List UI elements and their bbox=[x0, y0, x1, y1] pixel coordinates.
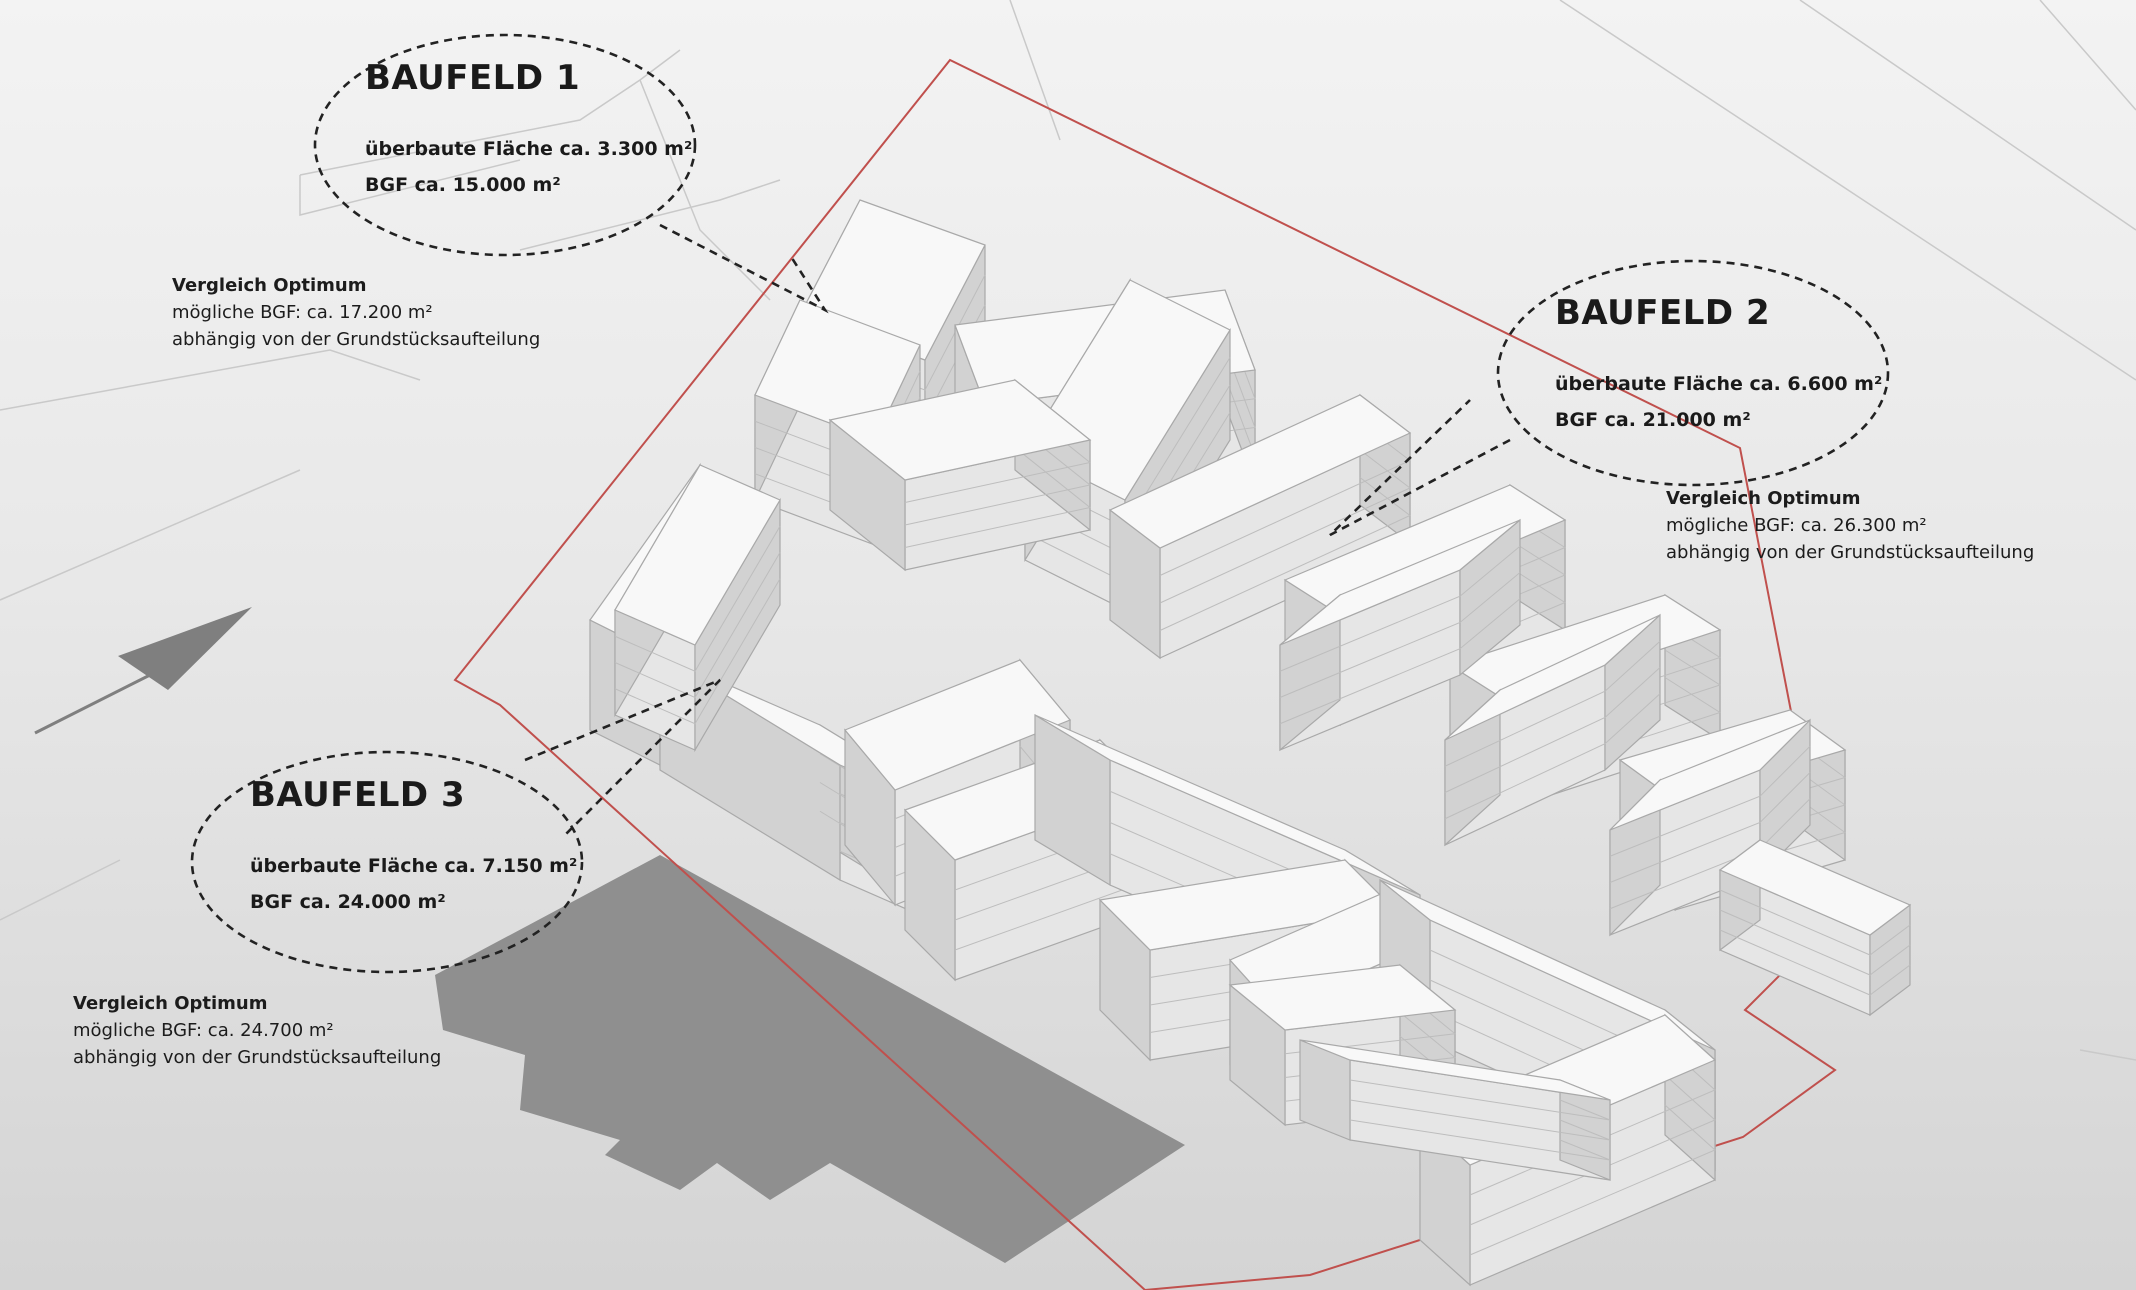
callout-leader-baufeld-3 bbox=[524, 678, 721, 836]
callout-bubble-baufeld-2 bbox=[1496, 259, 1890, 487]
floor-line bbox=[1279, 545, 1521, 672]
floor-line bbox=[1719, 909, 1911, 976]
baufeld-2-comparison-bgf: mögliche BGF: ca. 26.300 m² bbox=[1666, 515, 1927, 536]
building-face bbox=[844, 659, 1071, 791]
baufeld-2-label: BAUFELD 2 überbaute Fläche ca. 6.600 m² … bbox=[1555, 293, 1882, 445]
baufeld-3-title: BAUFELD 3 bbox=[250, 775, 466, 815]
callout-bubble-baufeld-3 bbox=[190, 750, 584, 974]
floor-line bbox=[1444, 667, 1661, 793]
callouts bbox=[190, 33, 1890, 974]
floor-line bbox=[1349, 1099, 1611, 1141]
floor-line bbox=[614, 525, 781, 672]
building-face bbox=[1299, 1039, 1611, 1101]
floor-line bbox=[1444, 640, 1661, 767]
north-arrow-icon bbox=[34, 607, 252, 735]
building-mass bbox=[1718, 838, 1912, 1017]
floor-line bbox=[1349, 1079, 1611, 1121]
baufeld-3-comparison-bgf: mögliche BGF: ca. 24.700 m² bbox=[73, 1020, 334, 1041]
building-face bbox=[1283, 484, 1567, 616]
floor-line bbox=[1719, 929, 1911, 996]
floor-line bbox=[614, 552, 781, 699]
building-face bbox=[1379, 879, 1716, 1051]
baufeld-1-comparison-bgf: mögliche BGF: ca. 17.200 m² bbox=[172, 302, 433, 323]
property-boundary bbox=[453, 58, 1837, 1290]
baufeld-2-area: überbaute Fläche ca. 6.600 m² bbox=[1555, 373, 1883, 395]
baufeld-2-comparison: Vergleich Optimum mögliche BGF: ca. 26.3… bbox=[1666, 485, 2034, 566]
context-lines bbox=[0, 0, 2136, 1061]
baufeld-3-area: überbaute Fläche ca. 7.150 m² bbox=[250, 855, 578, 877]
building-face bbox=[828, 379, 1092, 481]
building-face bbox=[1108, 394, 1412, 549]
building-face bbox=[1228, 964, 1457, 1031]
building-mass bbox=[1609, 718, 1811, 937]
baufeld-1-comparison-heading: Vergleich Optimum bbox=[172, 275, 367, 296]
baufeld-2-title: BAUFELD 2 bbox=[1555, 293, 1771, 333]
floor-line bbox=[1719, 889, 1911, 956]
building-mass bbox=[1279, 518, 1521, 752]
building-mass bbox=[1444, 613, 1661, 847]
floor-line bbox=[1609, 772, 1811, 883]
baufeld-3-comparison-note: abhängig von der Grundstücksaufteilung bbox=[73, 1047, 442, 1068]
callout-bubble-baufeld-1 bbox=[313, 33, 697, 257]
floor-line bbox=[1349, 1119, 1611, 1161]
building-face bbox=[614, 464, 781, 646]
floor-line bbox=[1609, 745, 1811, 857]
floor-line bbox=[1159, 449, 1411, 604]
floor-line bbox=[1279, 598, 1521, 725]
floor-line bbox=[1279, 572, 1521, 698]
building-face bbox=[1034, 714, 1421, 896]
baufeld-1-label: BAUFELD 1 überbaute Fläche ca. 3.300 m² … bbox=[365, 58, 692, 210]
baufeld-1-area: überbaute Fläche ca. 3.300 m² bbox=[365, 138, 693, 160]
building-face bbox=[1279, 519, 1521, 646]
baufeld-3-bgf: BGF ca. 24.000 m² bbox=[250, 891, 446, 913]
baufeld-2-comparison-heading: Vergleich Optimum bbox=[1666, 488, 1861, 509]
callout-leader-baufeld-2 bbox=[1329, 399, 1511, 537]
baufeld-1-bgf: BGF ca. 15.000 m² bbox=[365, 174, 561, 196]
floor-line bbox=[1469, 1104, 1716, 1256]
building-mass bbox=[1299, 1039, 1611, 1181]
building-mass bbox=[828, 378, 1092, 572]
callout-leader-baufeld-1 bbox=[659, 223, 829, 314]
baufeld-3-label: BAUFELD 3 überbaute Fläche ca. 7.150 m² … bbox=[250, 775, 577, 927]
floor-line bbox=[904, 447, 1092, 548]
building-mass bbox=[1108, 393, 1412, 660]
baufeld-1-title: BAUFELD 1 bbox=[365, 58, 581, 98]
floor-line bbox=[1444, 693, 1661, 820]
baufeld-3-comparison-heading: Vergleich Optimum bbox=[73, 993, 268, 1014]
building-masses bbox=[589, 199, 1912, 1287]
floor-line bbox=[614, 578, 781, 725]
baufeld-2-comparison-note: abhängig von der Grundstücksaufteilung bbox=[1666, 542, 2035, 563]
baufeld-1-comparison: Vergleich Optimum mögliche BGF: ca. 17.2… bbox=[172, 272, 540, 353]
floor-line bbox=[1469, 1074, 1716, 1226]
building-face bbox=[1609, 719, 1811, 831]
existing-building-footprint bbox=[435, 855, 1185, 1263]
baufeld-1-comparison-note: abhängig von der Grundstücksaufteilung bbox=[172, 329, 541, 350]
building-face bbox=[1444, 614, 1661, 741]
baufeld-3-comparison: Vergleich Optimum mögliche BGF: ca. 24.7… bbox=[73, 990, 441, 1071]
baufeld-2-bgf: BGF ca. 21.000 m² bbox=[1555, 409, 1751, 431]
building-face bbox=[1718, 839, 1912, 936]
